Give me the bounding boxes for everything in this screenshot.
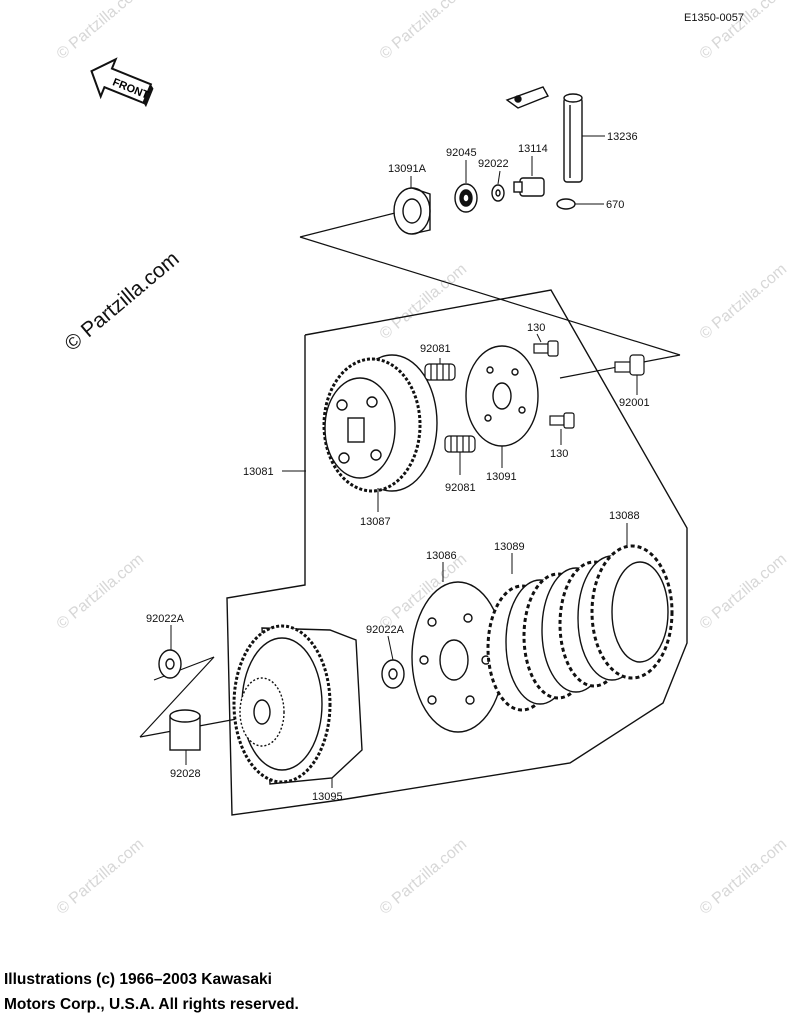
label-92045: 92045 <box>446 147 477 159</box>
label-92028: 92028 <box>170 768 201 780</box>
watermark: © Partzilla.com <box>377 0 471 63</box>
label-92081-bottom: 92081 <box>445 482 476 494</box>
watermark: © Partzilla.com <box>54 836 148 918</box>
label-130-top: 130 <box>527 322 545 334</box>
watermark-main: © Partzilla.com <box>60 247 183 356</box>
label-670: 670 <box>606 199 624 211</box>
label-13236: 13236 <box>607 131 638 143</box>
diagram-code: E1350-0057 <box>684 12 744 24</box>
hub-13087 <box>322 354 438 493</box>
label-13081: 13081 <box>243 466 274 478</box>
watermark: © Partzilla.com <box>54 0 148 63</box>
label-13087: 13087 <box>360 516 391 528</box>
leader-lines <box>170 135 638 788</box>
label-130-bottom: 130 <box>550 448 568 460</box>
label-92022A-mid: 92022A <box>366 624 405 636</box>
label-13095: 13095 <box>312 791 343 803</box>
copyright-line-1: Illustrations (c) 1966–2003 Kawasaki <box>4 971 272 988</box>
copyright-line-2: Motors Corp., U.S.A. All rights reserved… <box>4 996 299 1013</box>
watermark: © Partzilla.com <box>697 261 791 343</box>
lower-small-parts <box>158 649 405 751</box>
label-13091: 13091 <box>486 471 517 483</box>
release-lever-13236 <box>505 86 583 183</box>
plate-13086 <box>411 581 505 733</box>
assembly-outline <box>226 289 688 816</box>
label-92022: 92022 <box>478 158 509 170</box>
label-13091A: 13091A <box>388 163 427 175</box>
plate-13091 <box>465 345 539 447</box>
label-13114: 13114 <box>518 143 548 155</box>
watermark: © Partzilla.com <box>697 551 791 633</box>
watermark: © Partzilla.com <box>54 551 148 633</box>
clutch-plate-stack <box>486 544 674 712</box>
front-arrow-icon: FRONT <box>90 57 154 108</box>
bolts <box>533 340 645 429</box>
watermark: © Partzilla.com <box>697 0 791 63</box>
housing-13095 <box>232 624 363 785</box>
label-13086: 13086 <box>426 550 457 562</box>
label-92022A-left: 92022A <box>146 613 185 625</box>
part-labels: 13236 670 13114 92022 92045 13091A 92081… <box>146 131 650 803</box>
reference-lines <box>139 210 681 738</box>
label-92081-top: 92081 <box>420 343 451 355</box>
watermark: © Partzilla.com <box>377 261 471 343</box>
label-92001: 92001 <box>619 397 650 409</box>
ring-670 <box>556 198 576 210</box>
label-13088: 13088 <box>609 510 640 522</box>
upper-small-parts <box>393 177 545 235</box>
watermark: © Partzilla.com <box>377 836 471 918</box>
watermark: © Partzilla.com <box>697 836 791 918</box>
label-13089: 13089 <box>494 541 525 553</box>
